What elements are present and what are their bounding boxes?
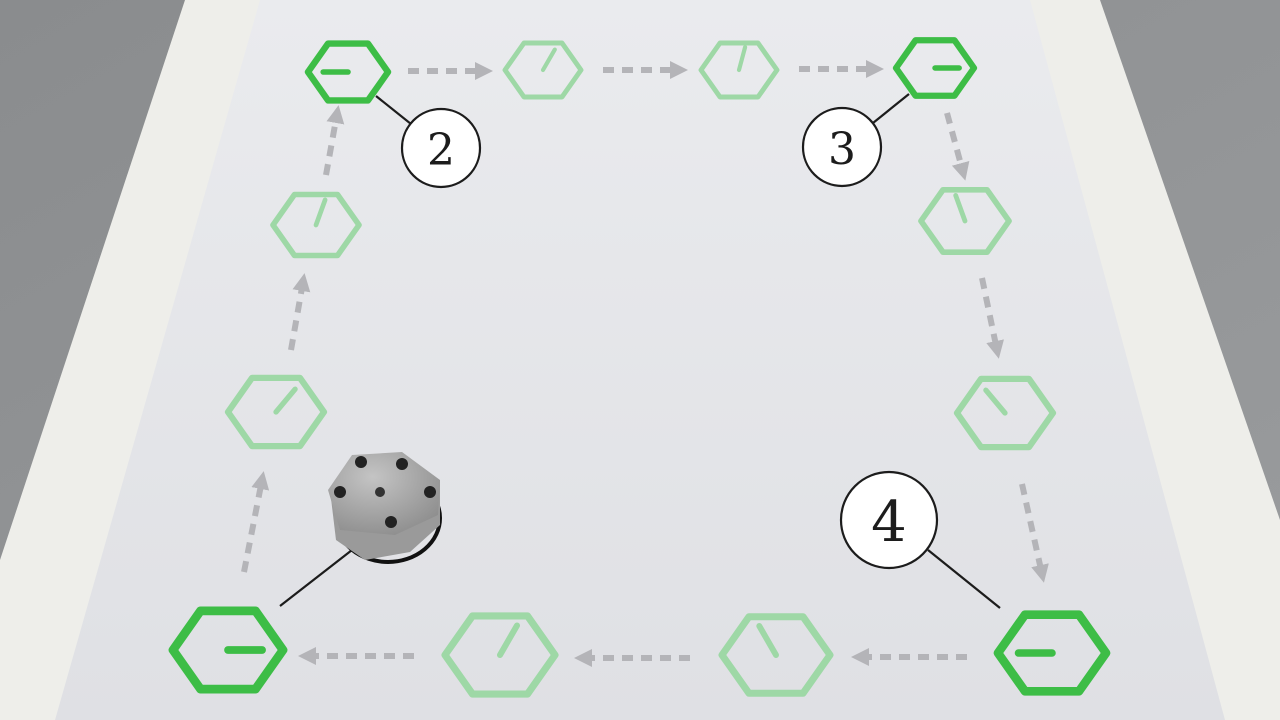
waypoint-outline (304, 40, 392, 104)
robot-hole (355, 456, 367, 468)
robot-hole (424, 486, 436, 498)
waypoint-outline (718, 613, 834, 697)
callout-lines (279, 93, 1001, 609)
callout-2-number: 2 (427, 125, 455, 176)
callout-2: 2 (400, 107, 482, 189)
waypoint-outline (918, 186, 1012, 256)
robot-hole (396, 458, 408, 470)
waypoint-hexagon (502, 40, 584, 100)
waypoint-hexagon (304, 40, 392, 104)
waypoint-hexagon (993, 610, 1111, 696)
waypoint-hexagon (224, 374, 328, 450)
waypoint-outline (224, 374, 328, 450)
waypoint-heading-needle (540, 47, 557, 73)
waypoint-heading-needle (983, 387, 1008, 416)
path-arrow (288, 273, 311, 351)
waypoint-outline (698, 40, 780, 100)
waypoint-outline (270, 191, 362, 259)
path-arrows (241, 60, 1049, 667)
callout-line-2 (375, 95, 417, 129)
callout-4: 4 (839, 470, 939, 570)
waypoint-outline (502, 40, 584, 100)
robot-hole (385, 516, 397, 528)
waypoint-heading-needle (496, 622, 521, 659)
path-arrow (323, 105, 345, 176)
waypoint-hexagon (892, 37, 978, 99)
waypoints (168, 37, 1111, 698)
waypoint-hexagon (168, 606, 288, 694)
waypoint-heading-needle (736, 45, 748, 73)
robot-center-hole (375, 487, 385, 497)
path-arrow (944, 112, 970, 181)
waypoint-heading-needle (273, 386, 298, 415)
waypoint-heading-needle (313, 197, 328, 228)
callout-line-robot (279, 549, 353, 607)
waypoint-outline (993, 610, 1111, 696)
waypoint-heading-needle (953, 192, 968, 224)
waypoint-hexagon (270, 191, 362, 259)
waypoint-outline (441, 612, 559, 698)
path-arrow (241, 471, 270, 573)
path-arrow (979, 277, 1004, 359)
waypoint-outline (892, 37, 978, 99)
waypoint-outline (953, 375, 1057, 451)
callout-4-number: 4 (871, 490, 907, 555)
callout-line-3 (867, 93, 910, 128)
waypoint-heading-needle (756, 623, 779, 658)
robot-hole (334, 486, 346, 498)
path-arrow (1019, 483, 1049, 583)
robot (328, 452, 442, 564)
waypoint-hexagon (718, 613, 834, 697)
waypoint-hexagon (698, 40, 780, 100)
waypoint-hexagon (918, 186, 1012, 256)
callout-3-number: 3 (828, 124, 856, 175)
callout-3: 3 (801, 106, 883, 188)
waypoint-hexagon (953, 375, 1057, 451)
waypoint-outline (168, 606, 288, 694)
waypoint-hexagon (441, 612, 559, 698)
callout-line-4 (927, 549, 1001, 609)
